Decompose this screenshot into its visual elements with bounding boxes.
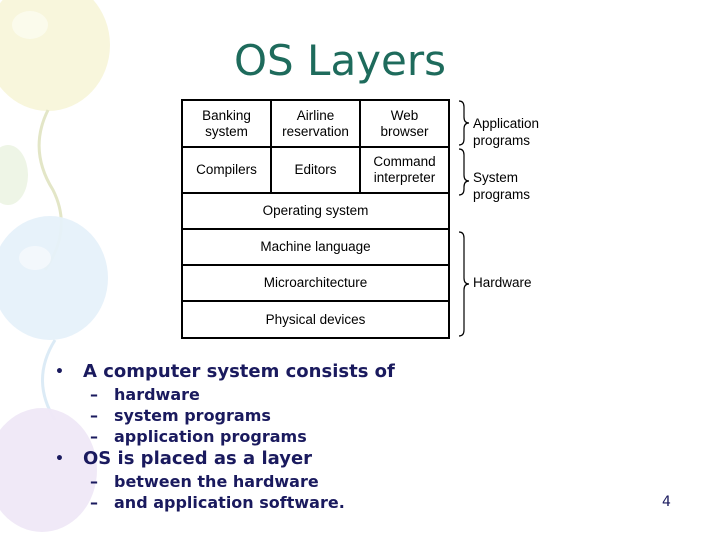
brace-hardware xyxy=(459,232,469,336)
cell-banking-system: Banking system xyxy=(181,99,272,148)
group-label-application: Application programs xyxy=(473,115,539,149)
bullet-list: • A computer system consists of – hardwa… xyxy=(55,360,655,513)
bullet-dot: • xyxy=(55,447,83,471)
sub-bullet-text: and application software. xyxy=(114,492,345,513)
group-label-hardware: Hardware xyxy=(473,274,532,291)
bullet-item: • OS is placed as a layer xyxy=(55,447,655,471)
sub-bullet-item: – application programs xyxy=(55,426,655,447)
bullet-text: A computer system consists of xyxy=(83,360,395,384)
sub-bullet-item: – between the hardware xyxy=(55,471,655,492)
page-number: 4 xyxy=(662,494,671,510)
cell-web-browser: Web browser xyxy=(359,99,450,148)
sub-bullet-dash: – xyxy=(90,492,114,513)
bullet-text: OS is placed as a layer xyxy=(83,447,312,471)
balloon-string xyxy=(39,110,61,270)
blue-balloon-highlight xyxy=(19,246,51,270)
sub-bullet-text: between the hardware xyxy=(114,471,319,492)
layer-operating-system: Operating system xyxy=(181,192,450,230)
group-label-system: System programs xyxy=(473,169,530,203)
sub-bullet-dash: – xyxy=(90,405,114,426)
group-braces xyxy=(457,99,471,341)
green-shape xyxy=(0,145,28,205)
brace-application xyxy=(459,101,469,145)
brace-system xyxy=(459,149,469,195)
yellow-balloon-highlight xyxy=(12,11,48,39)
sub-bullet-item: – hardware xyxy=(55,384,655,405)
sub-bullet-item: – system programs xyxy=(55,405,655,426)
sub-bullet-dash: – xyxy=(90,384,114,405)
sub-bullet-text: system programs xyxy=(114,405,271,426)
cell-compilers: Compilers xyxy=(181,146,272,194)
cell-command-interpreter: Command interpreter xyxy=(359,146,450,194)
bullet-dot: • xyxy=(55,360,83,384)
sub-bullet-text: hardware xyxy=(114,384,200,405)
cell-editors: Editors xyxy=(270,146,361,194)
sub-bullet-dash: – xyxy=(90,471,114,492)
cell-airline-reservation: Airline reservation xyxy=(270,99,361,148)
layer-microarchitecture: Microarchitecture xyxy=(181,264,450,302)
sub-bullet-dash: – xyxy=(90,426,114,447)
sub-bullet-text: application programs xyxy=(114,426,307,447)
sub-bullet-item: – and application software. xyxy=(55,492,655,513)
balloon-string xyxy=(43,340,56,420)
blue-balloon xyxy=(0,216,108,340)
layer-machine-language: Machine language xyxy=(181,228,450,266)
slide-title: OS Layers xyxy=(0,36,680,85)
bullet-item: • A computer system consists of xyxy=(55,360,655,384)
layer-physical-devices: Physical devices xyxy=(181,300,450,339)
